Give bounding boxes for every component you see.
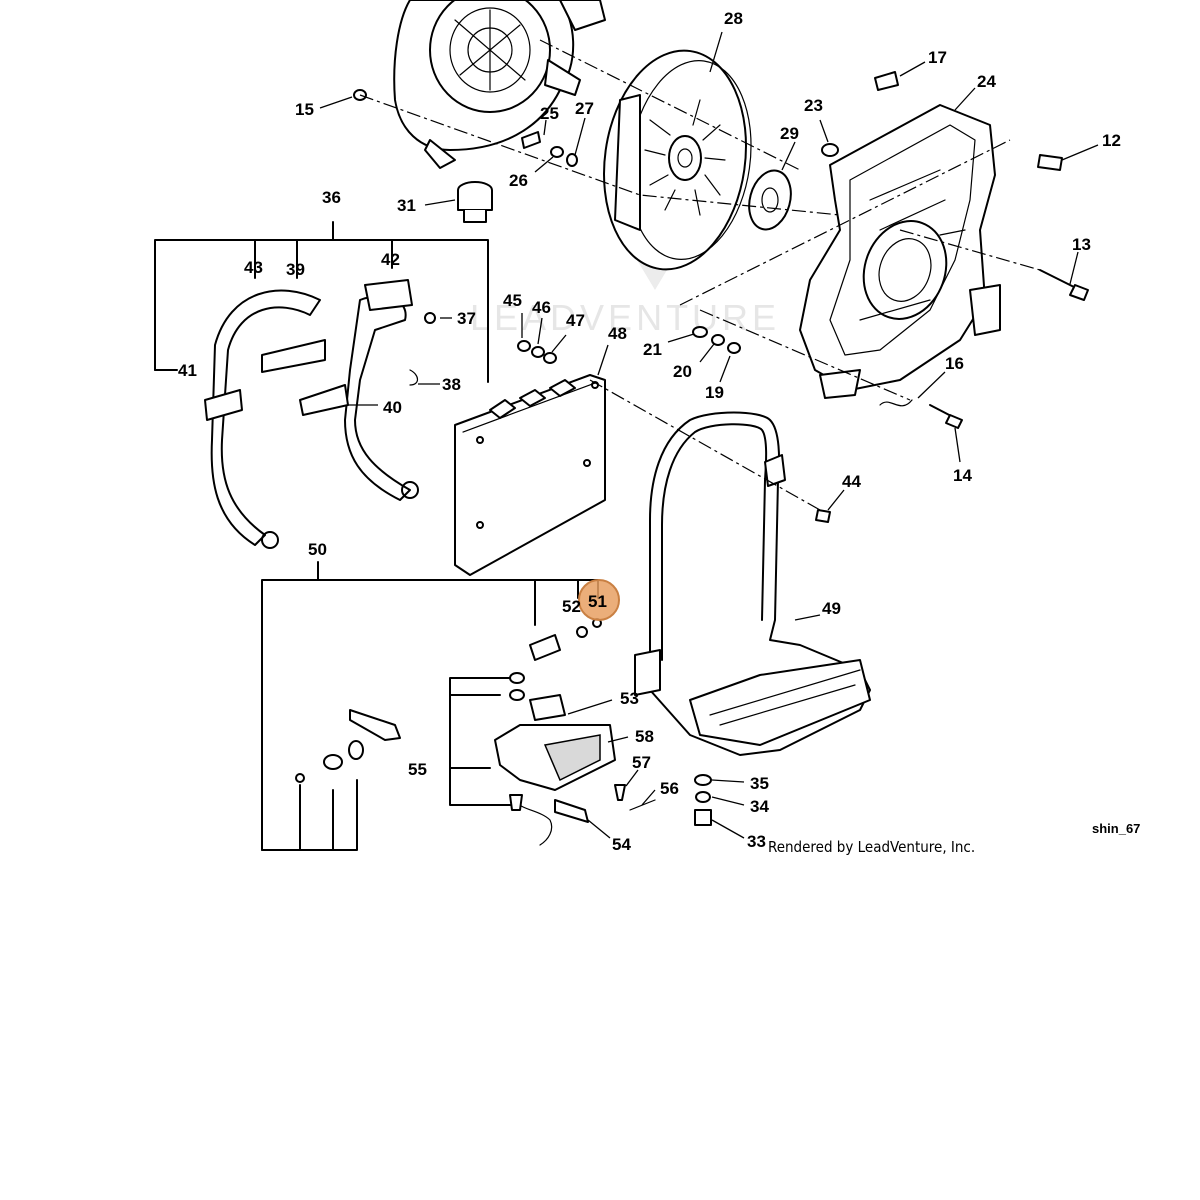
label-14[interactable]: 14 — [953, 466, 972, 485]
label-13[interactable]: 13 — [1072, 235, 1091, 254]
engine-housing — [799, 104, 1001, 399]
backpack-frame — [634, 411, 871, 756]
label-40[interactable]: 40 — [383, 398, 402, 417]
label-29[interactable]: 29 — [780, 124, 799, 143]
label-17[interactable]: 17 — [928, 48, 947, 67]
label-21[interactable]: 21 — [643, 340, 662, 359]
fan-housing — [393, 0, 606, 169]
fasteners — [353, 71, 1089, 523]
label-50[interactable]: 50 — [308, 540, 327, 559]
label-56[interactable]: 56 — [660, 779, 679, 798]
label-45[interactable]: 45 — [503, 291, 522, 310]
label-28[interactable]: 28 — [724, 9, 743, 28]
label-38[interactable]: 38 — [442, 375, 461, 394]
shoulder-strap-right — [299, 279, 419, 501]
label-53[interactable]: 53 — [620, 689, 639, 708]
label-57[interactable]: 57 — [632, 753, 651, 772]
centerlines — [359, 39, 1041, 511]
highlight-marker — [578, 579, 620, 621]
watermark-text: LEADVENTURE — [470, 297, 780, 338]
label-25[interactable]: 25 — [540, 104, 559, 123]
label-44[interactable]: 44 — [842, 472, 861, 491]
part-29-flange — [748, 169, 792, 231]
label-49[interactable]: 49 — [822, 599, 841, 618]
label-39[interactable]: 39 — [286, 260, 305, 279]
buckle-assembly — [295, 618, 656, 846]
label-26[interactable]: 26 — [509, 171, 528, 190]
label-33[interactable]: 33 — [747, 832, 766, 851]
label-43[interactable]: 43 — [244, 258, 263, 277]
label-47[interactable]: 47 — [566, 311, 585, 330]
label-52[interactable]: 52 — [562, 597, 581, 616]
hardware-stack — [694, 774, 712, 826]
back-pad — [454, 374, 606, 576]
label-41[interactable]: 41 — [178, 361, 197, 380]
label-19[interactable]: 19 — [705, 383, 724, 402]
shoulder-strap-left — [204, 289, 326, 549]
label-15[interactable]: 15 — [295, 100, 314, 119]
label-23[interactable]: 23 — [804, 96, 823, 115]
leader-lines — [319, 31, 1099, 839]
label-48[interactable]: 48 — [608, 324, 627, 343]
label-37[interactable]: 37 — [457, 309, 476, 328]
harness-bracket-36 — [154, 221, 489, 383]
label-46[interactable]: 46 — [532, 298, 551, 317]
diagram-code: shin_67 — [1092, 821, 1140, 836]
impeller-fan — [603, 49, 752, 271]
label-20[interactable]: 20 — [673, 362, 692, 381]
part-31-grommet — [457, 181, 493, 223]
label-35[interactable]: 35 — [750, 774, 769, 793]
label-16[interactable]: 16 — [945, 354, 964, 373]
label-34[interactable]: 34 — [750, 797, 769, 816]
label-58[interactable]: 58 — [635, 727, 654, 746]
label-55[interactable]: 55 — [408, 760, 427, 779]
label-42[interactable]: 42 — [381, 250, 400, 269]
label-54[interactable]: 54 — [612, 835, 631, 854]
label-36[interactable]: 36 — [322, 188, 341, 207]
label-12[interactable]: 12 — [1102, 131, 1121, 150]
part-labels: 28 17 24 12 13 16 14 15 25 27 26 23 29 3… — [178, 9, 1121, 854]
label-24[interactable]: 24 — [977, 72, 996, 91]
label-51[interactable]: 51 — [588, 592, 607, 611]
label-27[interactable]: 27 — [575, 99, 594, 118]
label-31[interactable]: 31 — [397, 196, 416, 215]
credit-text: Rendered by LeadVenture, Inc. — [768, 838, 975, 856]
